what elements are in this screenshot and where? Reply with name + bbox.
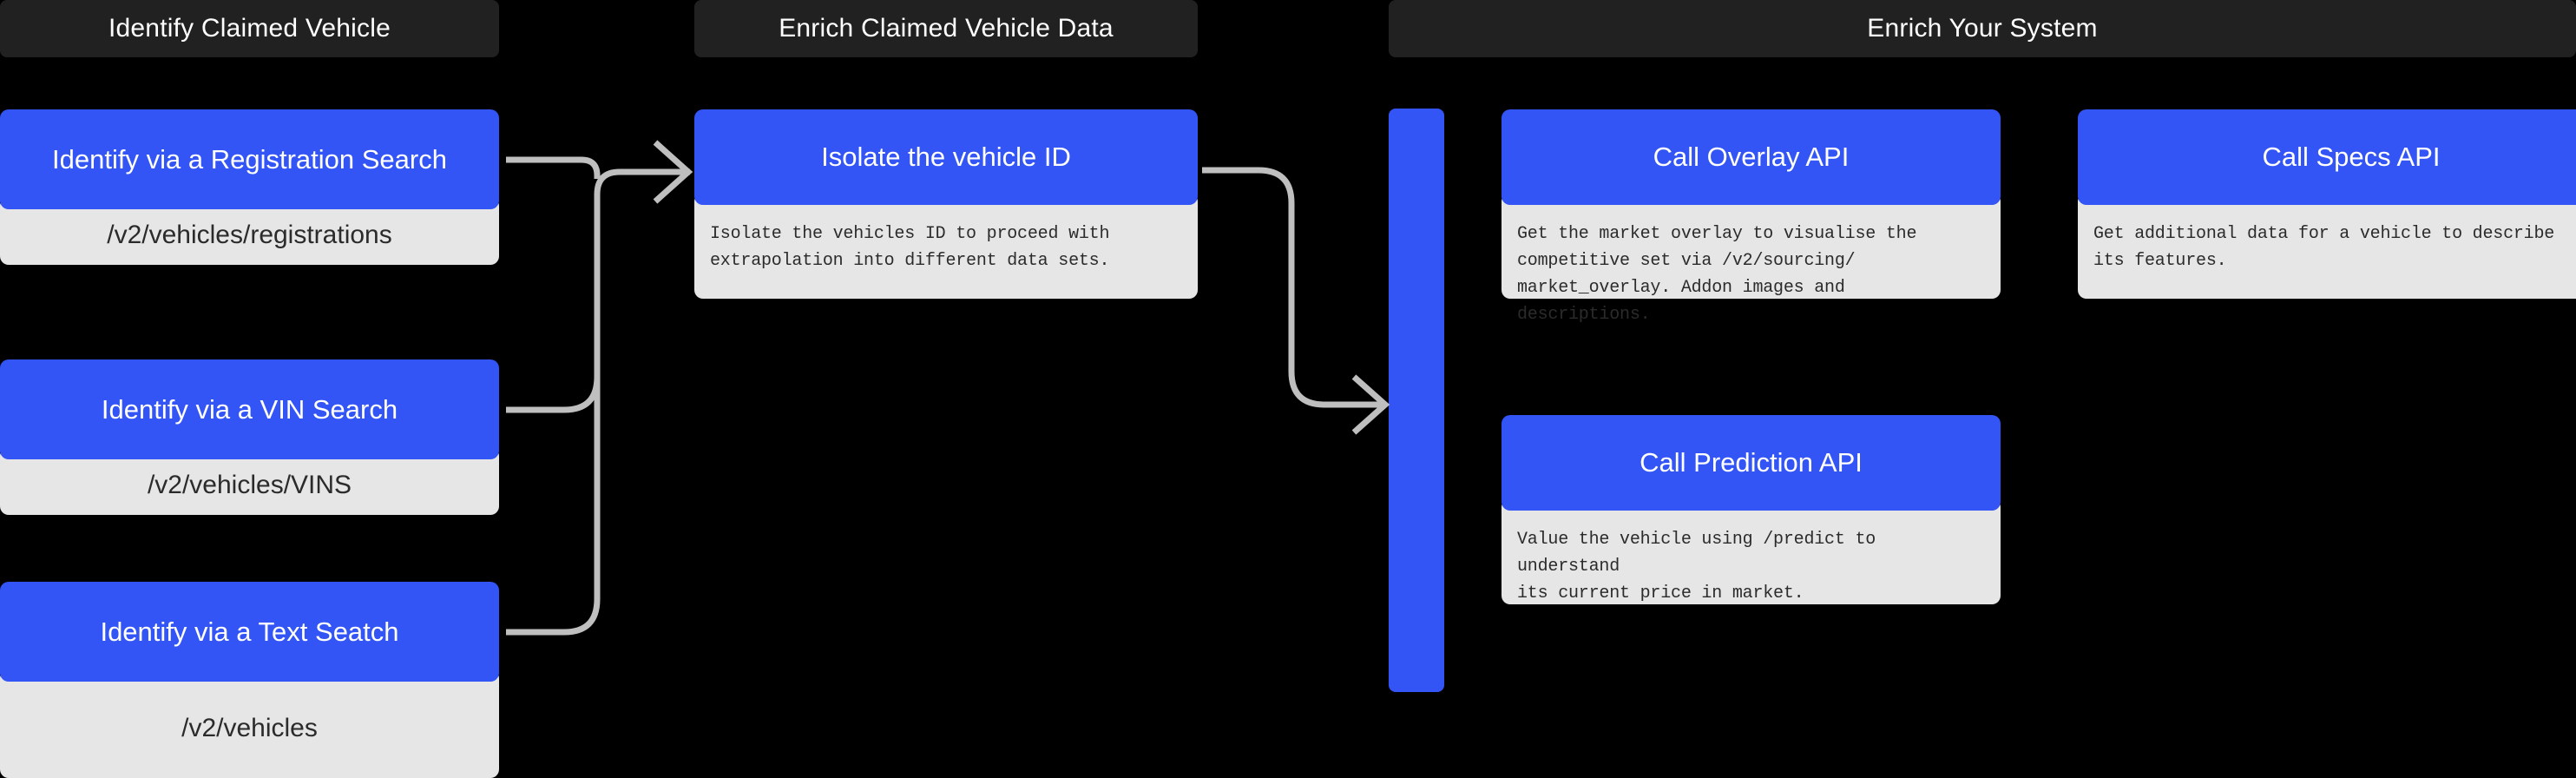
connector-registration-to-isolate [506, 156, 601, 179]
node-identify-via-registration-search[interactable]: Identify via a Registration Search /v2/v… [0, 109, 499, 265]
node-identify-via-text-search[interactable]: Identify via a Text Seatch /v2/vehicles [0, 582, 499, 778]
lane-header-label: Enrich Your System [1867, 14, 2098, 43]
node-call-overlay-api[interactable]: Call Overlay API Get the market overlay … [1502, 109, 2001, 325]
lane-header-label: Identify Claimed Vehicle [108, 14, 391, 43]
node-call-specs-api[interactable]: Call Specs API Get additional data for a… [2078, 109, 2576, 299]
lane-header-label: Enrich Claimed Vehicle Data [779, 14, 1114, 43]
enrich-your-system-entry-bar [1389, 109, 1444, 692]
node-title: Call Specs API [2078, 109, 2576, 205]
node-body: /v2/vehicles [0, 669, 499, 778]
node-call-prediction-api[interactable]: Call Prediction API Value the vehicle us… [1502, 415, 2001, 604]
connector-rail-to-isolate [594, 168, 690, 260]
node-title: Identify via a VIN Search [0, 359, 499, 459]
connector-text-to-rail [506, 260, 601, 636]
node-body: Isolate the vehicles ID to proceed with … [694, 193, 1198, 299]
lane-header-enrich-claimed-vehicle-data: Enrich Claimed Vehicle Data [694, 0, 1198, 57]
lane-header-identify-claimed-vehicle: Identify Claimed Vehicle [0, 0, 499, 57]
node-title: Identify via a Registration Search [0, 109, 499, 209]
node-title: Identify via a Text Seatch [0, 582, 499, 682]
node-identify-via-vin-search[interactable]: Identify via a VIN Search /v2/vehicles/V… [0, 359, 499, 515]
node-title: Call Prediction API [1502, 415, 2001, 511]
node-body: Get the market overlay to visualise the … [1502, 193, 2001, 325]
node-title: Isolate the vehicle ID [694, 109, 1198, 205]
node-body: Value the vehicle using /predict to unde… [1502, 498, 2001, 604]
connector-vin-to-rail [506, 260, 601, 413]
connector-isolate-to-enrich-bar [1202, 167, 1385, 408]
arrowhead-into-enrich-bar [1351, 374, 1390, 435]
arrowhead-into-isolate [653, 140, 693, 204]
node-body: Get additional data for a vehicle to des… [2078, 193, 2576, 299]
node-isolate-the-vehicle-id[interactable]: Isolate the vehicle ID Isolate the vehic… [694, 109, 1198, 299]
lane-header-enrich-your-system: Enrich Your System [1389, 0, 2576, 57]
node-title: Call Overlay API [1502, 109, 2001, 205]
